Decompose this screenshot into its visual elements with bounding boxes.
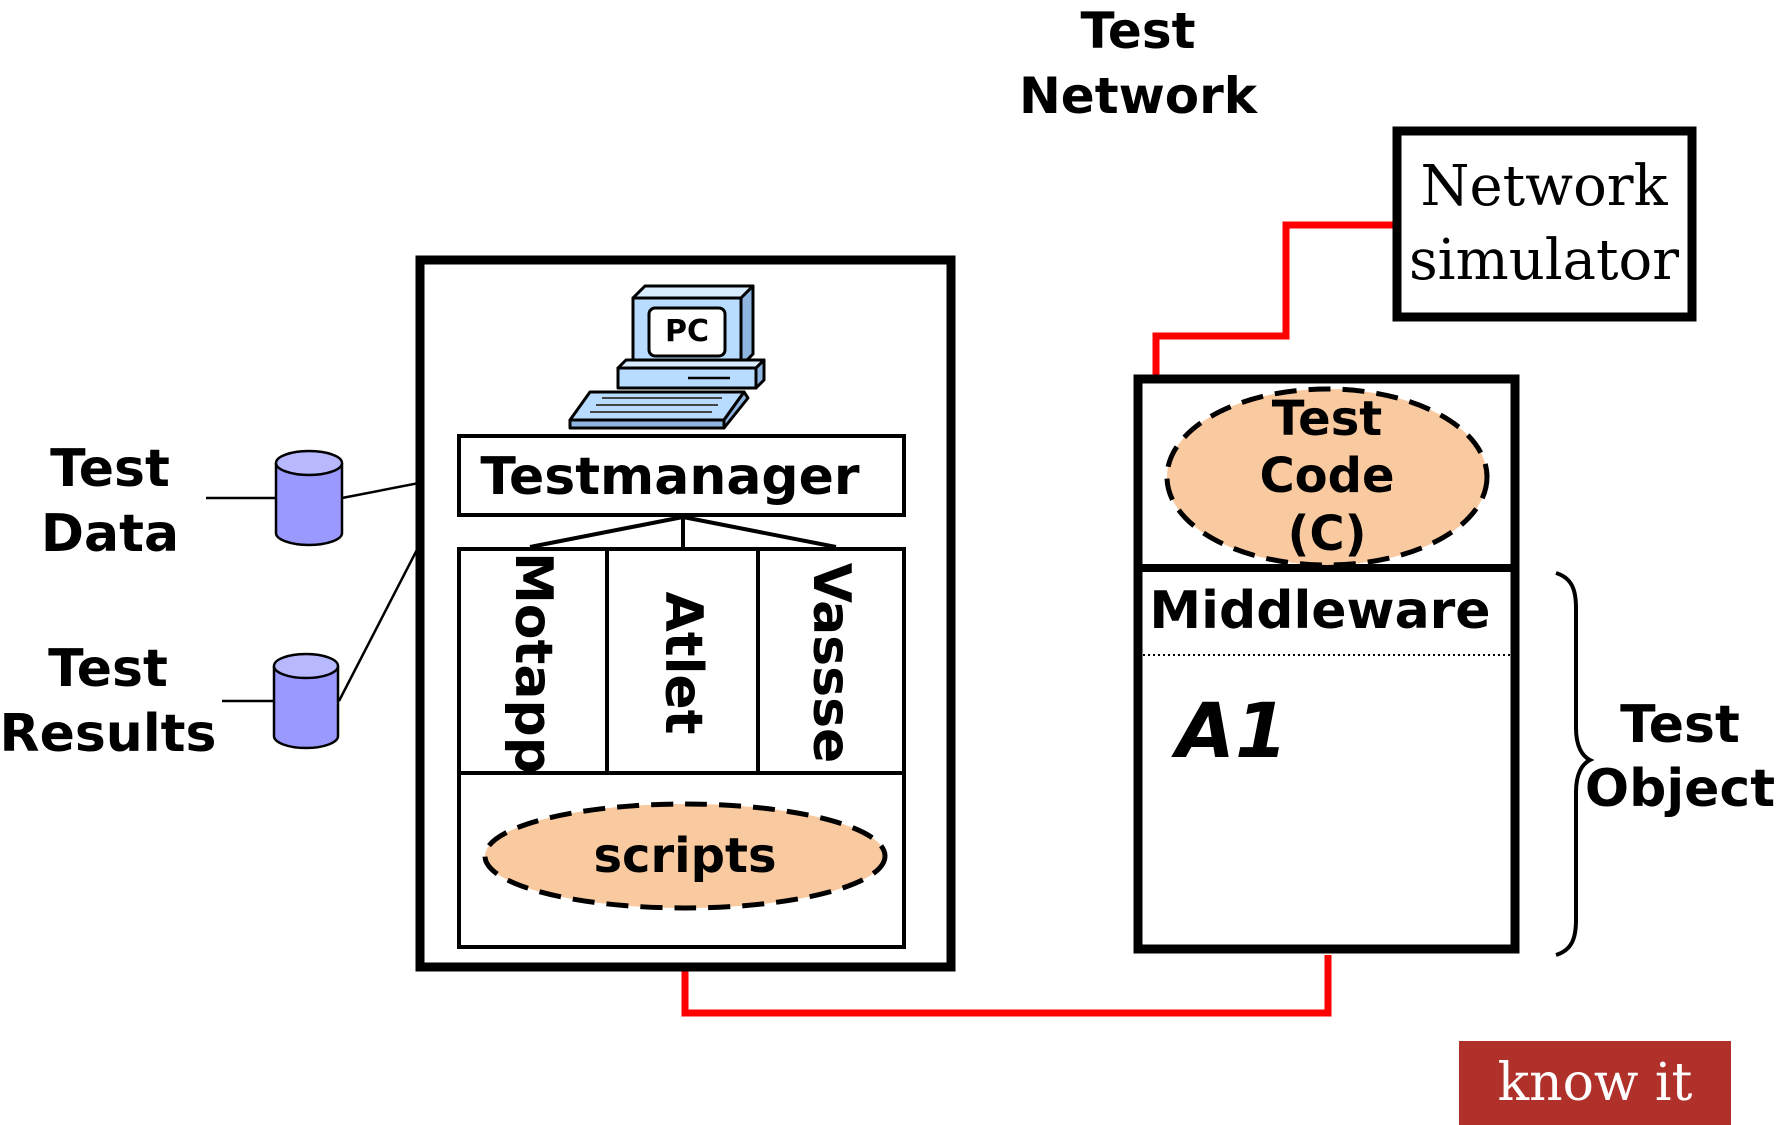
network-link-pc-target — [681, 955, 1332, 1017]
knowit-logo-text: know it — [1498, 1053, 1693, 1113]
test-data-label-line1: Test — [50, 439, 170, 499]
testmanager-tool-connectors — [529, 515, 837, 549]
network-simulator-line2: simulator — [1409, 228, 1679, 293]
scripts-label: scripts — [593, 828, 776, 884]
middleware-label: Middleware — [1149, 581, 1490, 641]
test-network-title-line2: Network — [1019, 67, 1259, 125]
test-code-ellipse — [1164, 386, 1490, 568]
test-code-label-line2: Code — [1259, 448, 1394, 504]
test-object-label-line2: Object — [1585, 759, 1775, 819]
a1-label: A1 — [1171, 686, 1288, 775]
network-simulator-line1: Network — [1421, 154, 1669, 219]
test-code-label-line1: Test — [1272, 391, 1382, 447]
test-results-label-line2: Results — [0, 704, 216, 764]
test-code-label-line3: (C) — [1287, 506, 1366, 562]
network-link-simulator — [1152, 221, 1393, 384]
pc-computer-icon — [568, 284, 766, 430]
test-results-database-icon — [272, 652, 340, 750]
network-simulator-box: Network simulator — [1392, 126, 1697, 322]
testmanager-label: Testmanager — [480, 447, 860, 507]
test-results-label-line1: Test — [48, 639, 168, 699]
test-data-label-line2: Data — [41, 504, 179, 564]
testmanager-box — [457, 434, 906, 517]
pc-screen-label: PC — [665, 314, 709, 349]
test-object-brace — [1555, 571, 1595, 957]
knowit-logo: know it — [1459, 1041, 1731, 1125]
test-object-label-line1: Test — [1620, 695, 1740, 755]
tool-label-vassse: Vassse — [801, 563, 861, 764]
test-network-title-line1: Test — [1080, 2, 1195, 60]
scripts-ellipse — [482, 801, 888, 911]
tool-label-atlet: Atlet — [653, 591, 713, 734]
tool-label-motapp: Motapp — [503, 552, 563, 774]
test-data-database-icon — [274, 449, 344, 547]
